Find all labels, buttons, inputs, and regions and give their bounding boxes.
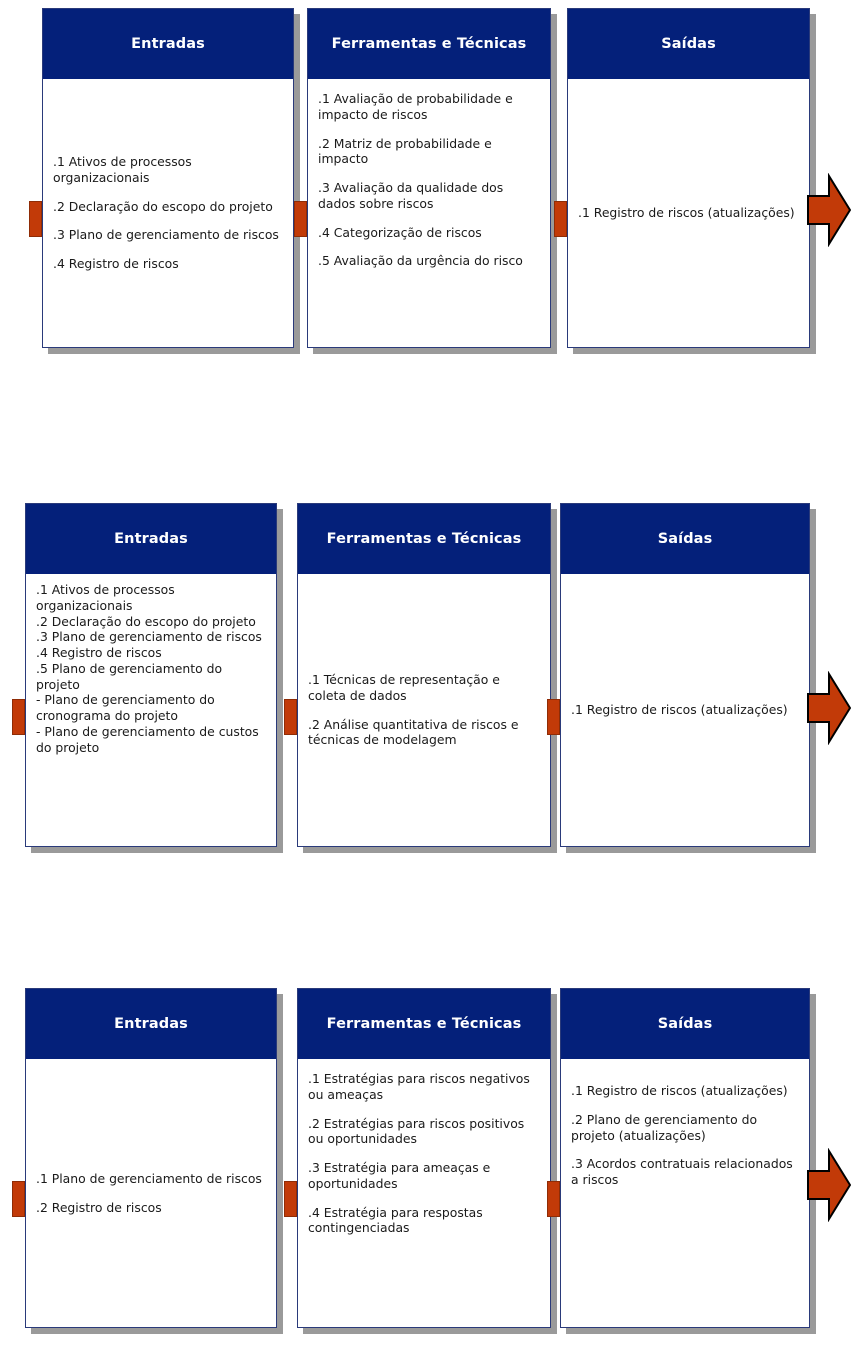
list-item: .5 Plano de gerenciamento do projeto [36, 660, 223, 692]
list-item: .1 Estratégias para riscos negativos ou … [308, 1071, 530, 1102]
itto-item-list: .1 Técnicas de representação e coleta de… [308, 672, 540, 748]
itto-item-list: .1 Avaliação de probabilidade e impacto … [318, 91, 540, 269]
itto-body-entradas-2: .1 Ativos de processos organizacionais .… [26, 574, 276, 846]
output-arrow-icon-3 [807, 1148, 851, 1222]
output-arrow-icon-2 [807, 671, 851, 745]
list-item: - Plano de gerenciamento do cronograma d… [36, 692, 215, 723]
connector-tab-ferramentas-2 [284, 699, 297, 735]
list-item: .3 Avaliação da qualidade dos dados sobr… [318, 180, 504, 211]
list-item: .1 Registro de riscos (atualizações) [571, 1083, 788, 1098]
connector-tab-ferramentas-3 [284, 1181, 297, 1217]
list-item: .3 Plano de gerenciamento de riscos [36, 629, 262, 645]
itto-box-saidas-2: Saídas .1 Registro de riscos (atualizaçõ… [560, 503, 810, 847]
connector-tab-saidas-2 [547, 699, 560, 735]
itto-header-entradas-2: Entradas [26, 504, 276, 574]
itto-body-saidas-3: .1 Registro de riscos (atualizações) .2 … [561, 1059, 809, 1327]
itto-body-ferramentas-3: .1 Estratégias para riscos negativos ou … [298, 1059, 550, 1327]
list-item: .3 Estratégia para ameaças e oportunidad… [308, 1160, 491, 1191]
connector-tab-saidas-3 [547, 1181, 560, 1217]
itto-box-saidas-3: Saídas .1 Registro de riscos (atualizaçõ… [560, 988, 810, 1328]
list-item: .1 Ativos de processos organizacionais [36, 582, 175, 613]
itto-box-entradas-2: Entradas .1 Ativos de processos organiza… [25, 503, 277, 847]
itto-diagram-1: Entradas .1 Ativos de processos organiza… [0, 8, 851, 356]
list-item: .2 Estratégias para riscos positivos ou … [308, 1115, 525, 1147]
itto-body-entradas-3: .1 Plano de gerenciamento de riscos .2 R… [26, 1059, 276, 1327]
list-item: .1 Ativos de processos organizacionais [53, 154, 192, 185]
itto-box-ferramentas-2: Ferramentas e Técnicas .1 Técnicas de re… [297, 503, 551, 847]
list-item: .1 Avaliação de probabilidade e impacto … [318, 91, 513, 122]
list-item: .4 Categorização de riscos [318, 224, 482, 240]
itto-item-list: .1 Ativos de processos organizacionais .… [53, 154, 283, 272]
list-item: .4 Registro de riscos [53, 256, 179, 272]
itto-box-entradas-3: Entradas .1 Plano de gerenciamento de ri… [25, 988, 277, 1328]
list-item: .2 Declaração do escopo do projeto [36, 613, 256, 629]
list-item: .3 Plano de gerenciamento de riscos [53, 227, 279, 243]
itto-body-ferramentas-1: .1 Avaliação de probabilidade e impacto … [308, 79, 550, 347]
list-item: .1 Registro de riscos (atualizações) [571, 702, 788, 718]
list-item: .2 Declaração do escopo do projeto [53, 198, 273, 214]
itto-item-list: .1 Plano de gerenciamento de riscos .2 R… [36, 1171, 266, 1216]
list-item: .2 Análise quantitativa de riscos e técn… [308, 716, 519, 748]
list-item: .1 Registro de riscos (atualizações) [578, 205, 795, 221]
itto-box-ferramentas-1: Ferramentas e Técnicas .1 Avaliação de p… [307, 8, 551, 348]
connector-tab-entradas-1 [29, 201, 42, 237]
itto-item-list: .1 Ativos de processos organizacionais .… [36, 582, 266, 755]
itto-header-saidas-3: Saídas [561, 989, 809, 1059]
connector-tab-saidas-1 [554, 201, 567, 237]
itto-item-list: .1 Estratégias para riscos negativos ou … [308, 1071, 540, 1236]
itto-body-entradas-1: .1 Ativos de processos organizacionais .… [43, 79, 293, 347]
itto-body-saidas-2: .1 Registro de riscos (atualizações) [561, 574, 809, 846]
itto-box-entradas-1: Entradas .1 Ativos de processos organiza… [42, 8, 294, 348]
itto-item-list: .1 Registro de riscos (atualizações) [578, 205, 799, 221]
itto-header-ferramentas-1: Ferramentas e Técnicas [308, 9, 550, 79]
connector-tab-ferramentas-1 [294, 201, 307, 237]
list-item: .4 Estratégia para respostas contingenci… [308, 1204, 483, 1236]
list-item: .3 Acordos contratuais relacionados a ri… [571, 1156, 793, 1187]
list-item: .2 Matriz de probabilidade e impacto [318, 135, 492, 167]
itto-body-ferramentas-2: .1 Técnicas de representação e coleta de… [298, 574, 550, 846]
itto-box-saidas-1: Saídas .1 Registro de riscos (atualizaçõ… [567, 8, 810, 348]
itto-header-saidas-1: Saídas [568, 9, 809, 79]
itto-item-list: .1 Registro de riscos (atualizações) .2 … [571, 1083, 799, 1188]
itto-body-saidas-1: .1 Registro de riscos (atualizações) [568, 79, 809, 347]
list-item: - Plano de gerenciamento de custos do pr… [36, 723, 259, 755]
output-arrow-icon-1 [807, 173, 851, 247]
list-item: .2 Plano de gerenciamento do projeto (at… [571, 1111, 758, 1143]
itto-header-entradas-1: Entradas [43, 9, 293, 79]
list-item: .5 Avaliação da urgência do risco [318, 253, 523, 269]
itto-item-list: .1 Registro de riscos (atualizações) [571, 702, 799, 718]
list-item: .4 Registro de riscos [36, 645, 162, 660]
list-item: .2 Registro de riscos [36, 1199, 162, 1215]
itto-header-saidas-2: Saídas [561, 504, 809, 574]
itto-diagram-3: Entradas .1 Plano de gerenciamento de ri… [0, 988, 851, 1336]
list-item: .1 Técnicas de representação e coleta de… [308, 672, 500, 703]
connector-tab-entradas-3 [12, 1181, 25, 1217]
itto-header-ferramentas-3: Ferramentas e Técnicas [298, 989, 550, 1059]
itto-box-ferramentas-3: Ferramentas e Técnicas .1 Estratégias pa… [297, 988, 551, 1328]
itto-header-entradas-3: Entradas [26, 989, 276, 1059]
connector-tab-entradas-2 [12, 699, 25, 735]
itto-diagram-2: Entradas .1 Ativos de processos organiza… [0, 503, 851, 855]
itto-header-ferramentas-2: Ferramentas e Técnicas [298, 504, 550, 574]
list-item: .1 Plano de gerenciamento de riscos [36, 1170, 262, 1186]
